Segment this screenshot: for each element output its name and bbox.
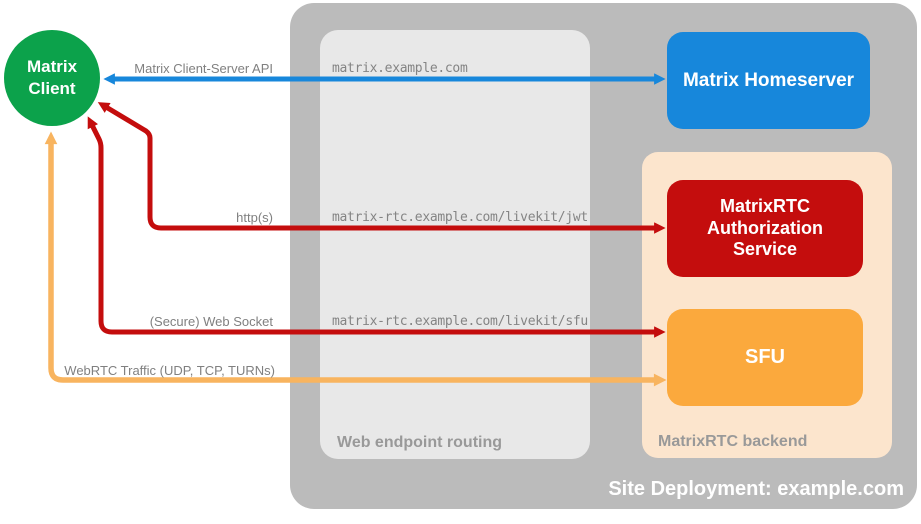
webrtc-traffic-label: WebRTC Traffic (UDP, TCP, TURNs): [64, 363, 275, 378]
matrixrtc-authorization-service-label: MatrixRTC Authorization Service: [707, 195, 823, 260]
matrix-homeserver-node: Matrix Homeserver: [667, 32, 870, 129]
sfu-label: SFU: [745, 346, 785, 368]
matrixrtc-backend-label: MatrixRTC backend: [658, 433, 808, 450]
endpoint-livekit-jwt: matrix-rtc.example.com/livekit/jwt: [332, 210, 588, 225]
site-deployment-label: Site Deployment: example.com: [608, 478, 904, 500]
matrixrtc-authorization-service-node: MatrixRTC Authorization Service: [667, 180, 863, 277]
endpoint-matrix-example-com: matrix.example.com: [332, 61, 468, 76]
https-label: http(s): [236, 210, 273, 225]
matrix-client-label: Matrix Client: [26, 57, 78, 98]
web-endpoint-routing-label: Web endpoint routing: [337, 434, 503, 451]
web-endpoint-routing-container: Web endpoint routing: [320, 30, 590, 459]
sfu-node: SFU: [667, 309, 863, 406]
client-server-api-label: Matrix Client-Server API: [134, 61, 273, 76]
matrix-client-node: Matrix Client: [4, 30, 100, 126]
endpoint-livekit-sfu: matrix-rtc.example.com/livekit/sfu: [332, 314, 588, 329]
matrix-homeserver-label: Matrix Homeserver: [682, 69, 855, 91]
websocket-label: (Secure) Web Socket: [149, 314, 273, 329]
